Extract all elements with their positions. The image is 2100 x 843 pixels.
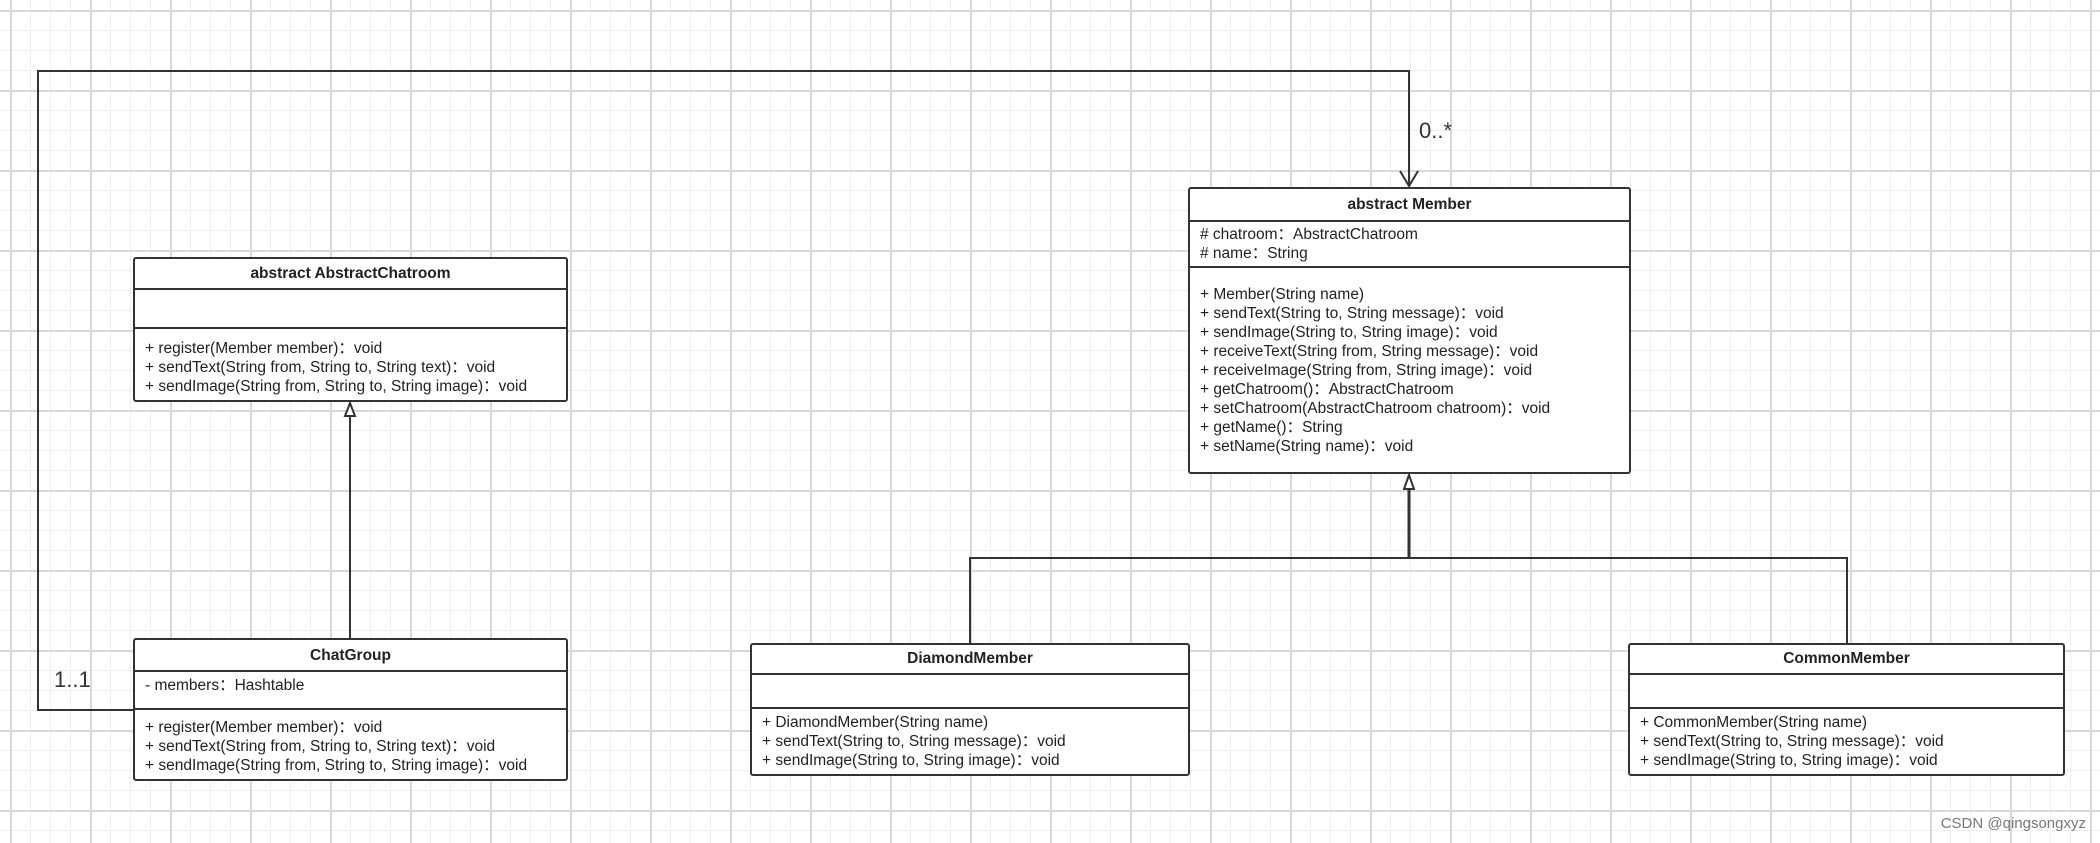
class-name: abstract AbstractChatroom — [135, 259, 566, 290]
class-chat-group[interactable]: ChatGroup - members：Hashtable + register… — [133, 638, 568, 781]
operation-line: + register(Member member)：void — [145, 340, 383, 357]
operations-compartment: + CommonMember(String name) + sendText(St… — [1630, 709, 2063, 774]
generalization-line-common — [1409, 557, 1848, 643]
attributes-compartment — [1630, 675, 2063, 709]
operation-line: + setName(String name)：void — [1200, 438, 1414, 455]
operation-line: + receiveText(String from, String messag… — [1200, 343, 1539, 360]
class-name: ChatGroup — [135, 640, 566, 672]
operations-compartment: + register(Member member)：void + sendText… — [135, 329, 566, 400]
attributes-compartment: - members：Hashtable — [135, 672, 566, 710]
operation-line: + sendText(String to, String message)：vo… — [1200, 305, 1504, 322]
watermark: CSDN @qingsongxyz — [1940, 815, 2086, 832]
operations-compartment: + Member(String name) + sendText(String t… — [1190, 268, 1629, 460]
operation-line: + DiamondMember(String name) — [762, 714, 989, 731]
class-diamond-member[interactable]: DiamondMember + DiamondMember(String nam… — [750, 643, 1190, 776]
generalization-arrowhead-member — [1402, 472, 1416, 490]
class-name: DiamondMember — [752, 645, 1188, 675]
operation-line: + sendText(String to, String message)：vo… — [1640, 733, 1944, 750]
class-common-member[interactable]: CommonMember + CommonMember(String name)… — [1628, 643, 2065, 776]
generalization-arrowhead-chatroom — [343, 400, 357, 417]
multiplicity-target-label: 0..* — [1419, 118, 1453, 143]
operation-line: + sendText(String from, String to, Strin… — [145, 359, 496, 376]
operation-line: + sendText(String from, String to, Strin… — [145, 738, 496, 755]
attribute-line: # chatroom：AbstractChatroom — [1200, 226, 1418, 243]
class-name: abstract Member — [1190, 189, 1629, 222]
attribute-line: # name：String — [1200, 245, 1308, 262]
operation-line: + CommonMember(String name) — [1640, 714, 1867, 731]
multiplicity-source-label: 1..1 — [54, 667, 91, 692]
operation-line: + sendImage(String to, String image)：voi… — [762, 752, 1060, 769]
operation-line: + sendImage(String to, String image)：voi… — [1200, 324, 1498, 341]
operation-line: + sendImage(String to, String image)：voi… — [1640, 752, 1938, 769]
operation-line: + sendText(String to, String message)：vo… — [762, 733, 1066, 750]
operation-line: + sendImage(String from, String to, Stri… — [145, 378, 528, 395]
operation-line: + setChatroom(AbstractChatroom chatroom)… — [1200, 400, 1551, 417]
operation-line: + Member(String name) — [1200, 286, 1365, 303]
operation-line: + register(Member member)：void — [145, 719, 383, 736]
generalization-line-diamond — [969, 557, 1409, 643]
operation-line: + getName()：String — [1200, 419, 1343, 436]
attribute-line: - members：Hashtable — [145, 677, 305, 694]
class-abstract-chatroom[interactable]: abstract AbstractChatroom + register(Mem… — [133, 257, 568, 402]
attributes-compartment — [135, 290, 566, 329]
attributes-compartment: # chatroom：AbstractChatroom # name：String — [1190, 222, 1629, 268]
association-line — [37, 70, 1410, 711]
operation-line: + sendImage(String from, String to, Stri… — [145, 757, 528, 774]
attributes-compartment — [752, 675, 1188, 709]
operation-line: + receiveImage(String from, String image… — [1200, 362, 1533, 379]
association-open-arrowhead — [1399, 170, 1419, 188]
class-name: CommonMember — [1630, 645, 2063, 675]
operations-compartment: + register(Member member)：void + sendText… — [135, 710, 566, 779]
operations-compartment: + DiamondMember(String name) + sendText(S… — [752, 709, 1188, 774]
class-member[interactable]: abstract Member # chatroom：AbstractChatr… — [1188, 187, 1631, 474]
operation-line: + getChatroom()：AbstractChatroom — [1200, 381, 1454, 398]
